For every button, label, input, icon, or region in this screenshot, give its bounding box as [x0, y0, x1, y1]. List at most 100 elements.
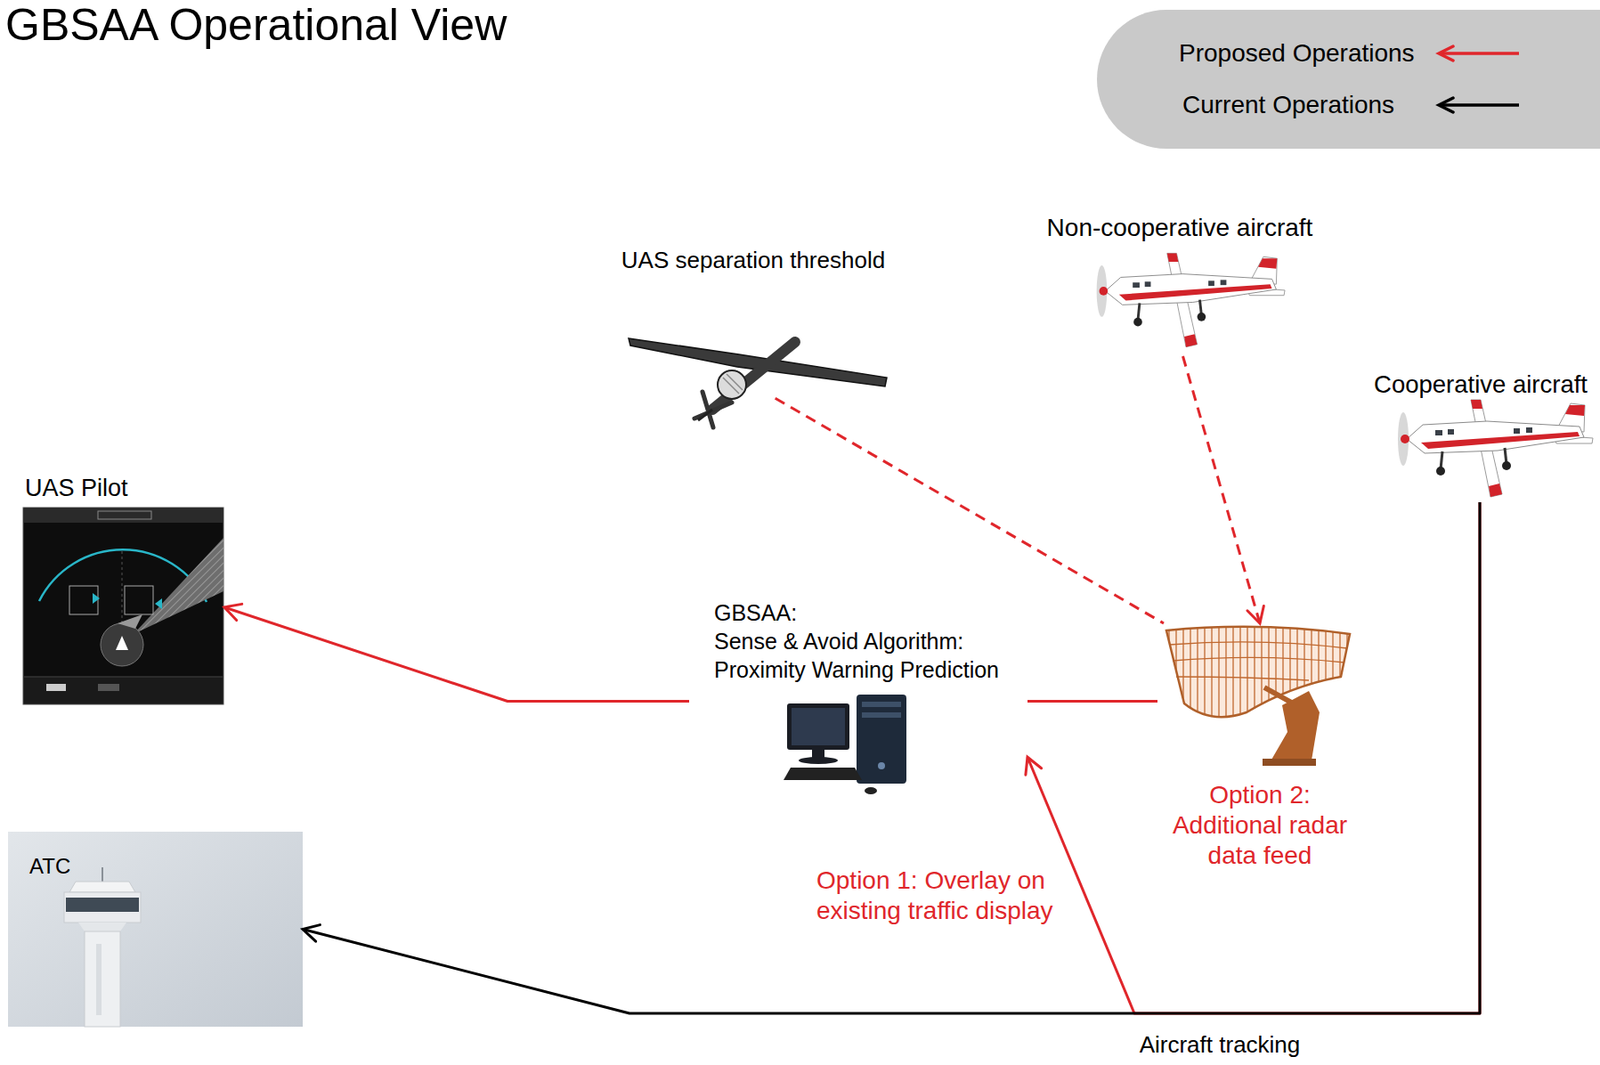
pilot-traffic-display-part — [97, 683, 120, 691]
atc-tower-photo-part — [65, 897, 139, 912]
computer-icon-part — [856, 694, 907, 784]
connector — [1025, 502, 1480, 1014]
pilot-traffic-display-part — [24, 676, 223, 678]
triangle-shadow — [457, 20, 1049, 471]
non-cooperative-aircraft-picture — [1096, 252, 1285, 347]
computer-icon — [783, 694, 907, 795]
cooperative-aircraft: Cooperative aircraft — [1369, 366, 1592, 503]
node-label: Sense & Avoid Algorithm: Proximity Warni… — [714, 626, 1017, 684]
pilot-traffic-display-part — [23, 507, 224, 705]
dashed-connector — [775, 397, 1164, 624]
connector — [302, 502, 1480, 1014]
connector-line — [224, 607, 690, 702]
radar-antenna — [1166, 626, 1350, 766]
legend-panel — [1096, 9, 1600, 149]
pilot-traffic-display-part — [100, 623, 144, 666]
pilot-traffic-display-part — [92, 592, 100, 604]
connector-line — [1027, 699, 1158, 703]
pilot-traffic-display-part — [115, 635, 129, 650]
radar-antenna-part — [1176, 676, 1309, 681]
connector-line — [1027, 502, 1480, 1014]
pilot-traffic-display-part — [24, 676, 223, 704]
cooperative-aircraft-picture — [1397, 399, 1593, 497]
computer-icon-part — [864, 787, 878, 795]
radar-antenna-part — [1166, 626, 1350, 717]
uas-pilot-station: UAS Pilot — [23, 471, 225, 706]
pilot-traffic-display-part — [117, 614, 143, 629]
pilot-traffic-display-part — [46, 683, 66, 691]
computer-icon-part — [783, 767, 862, 780]
uas-drone-part — [726, 373, 743, 390]
radar-antenna-part — [1267, 690, 1320, 766]
computer-icon-part — [861, 712, 902, 718]
radar-antenna-part — [1166, 626, 1350, 717]
legend-label: Proposed Operations — [1178, 38, 1415, 69]
edge-label: Option 1: Overlay on existing traffic di… — [814, 865, 1064, 926]
pilot-traffic-display-part — [124, 585, 154, 615]
atc-tower-photo — [8, 831, 303, 1027]
radar-feed: Option 2: Additional radar data feed — [1157, 623, 1363, 878]
arrow-head — [224, 603, 243, 620]
node-label: UAS Pilot — [24, 473, 129, 503]
gbsaa-process-box: GBSAA:Sense & Avoid Algorithm: Proximity… — [689, 589, 1028, 813]
radar-antenna-part — [1169, 641, 1348, 649]
connector — [224, 603, 690, 701]
legend-sample — [1435, 96, 1521, 114]
edge-label-holder: Aircraft tracking — [1137, 1031, 1303, 1058]
computer-icon-part — [798, 756, 838, 764]
atc-tower-photo-part — [64, 892, 141, 923]
non-cooperative-aircraft-picture-part — [1096, 252, 1285, 347]
connector — [1183, 356, 1265, 624]
computer-icon-part — [861, 701, 902, 707]
legend-sample-head — [1438, 97, 1454, 113]
pilot-traffic-display-part — [24, 508, 223, 523]
edge-label: Aircraft tracking — [1137, 1031, 1303, 1058]
uas-drone — [628, 338, 887, 428]
triangle-fill — [461, 24, 1046, 467]
arrow-head — [302, 925, 320, 943]
atc-tower-photo-part — [8, 831, 303, 1027]
radar-antenna-part — [1172, 657, 1345, 663]
cooperative-aircraft-picture-part — [1397, 399, 1593, 497]
uas-drone-part — [712, 341, 796, 410]
separation-threshold-zone: UAS separation threshold — [455, 18, 1051, 472]
atc-tower-photo-part — [101, 867, 104, 882]
diagram-title: GBSAA Operational View — [5, 0, 507, 52]
legend-sample-line — [1439, 103, 1519, 107]
uas-drone-part — [694, 402, 732, 419]
pilot-traffic-display — [23, 507, 224, 705]
non-cooperative-aircraft: Non-cooperative aircraft — [1023, 210, 1336, 357]
node-label: Option 2: Additional radar data feed — [1161, 779, 1358, 871]
uas-drone-part — [717, 370, 747, 399]
connector — [775, 397, 1164, 624]
node-label: Non-cooperative aircraft — [1047, 213, 1314, 243]
radar-antenna-part — [1262, 758, 1316, 766]
atc-tower-photo-part — [69, 881, 136, 893]
connector-line — [302, 502, 1480, 1014]
legend-panel-part — [1096, 9, 1600, 149]
legend-label: Current Operations — [1182, 89, 1395, 121]
arrow-head — [1247, 605, 1264, 624]
pilot-traffic-display-part — [154, 598, 163, 610]
atc-tower-photo-part — [84, 931, 121, 1027]
legend-sample — [1435, 44, 1521, 63]
connector — [1027, 700, 1158, 702]
atc-tower-photo-part — [78, 922, 127, 932]
atc-tower: ATC — [8, 831, 303, 1027]
radar-antenna-part — [1166, 626, 1350, 717]
dashed-connector — [1183, 356, 1261, 624]
computer-icon-part — [791, 707, 845, 746]
legend-sample-line — [1439, 51, 1519, 56]
node-label: UAS separation threshold — [621, 245, 886, 275]
node-label: GBSAA: — [714, 598, 797, 627]
triangle-outline — [455, 18, 1051, 472]
uas-drone-part — [698, 409, 713, 421]
computer-icon-part — [877, 762, 886, 770]
atc-tower-photo-part — [96, 943, 102, 1016]
edge-label-holder: Option 1: Overlay on existing traffic di… — [814, 865, 1064, 926]
pilot-traffic-display-part — [97, 511, 152, 520]
computer-icon-part — [787, 703, 850, 750]
